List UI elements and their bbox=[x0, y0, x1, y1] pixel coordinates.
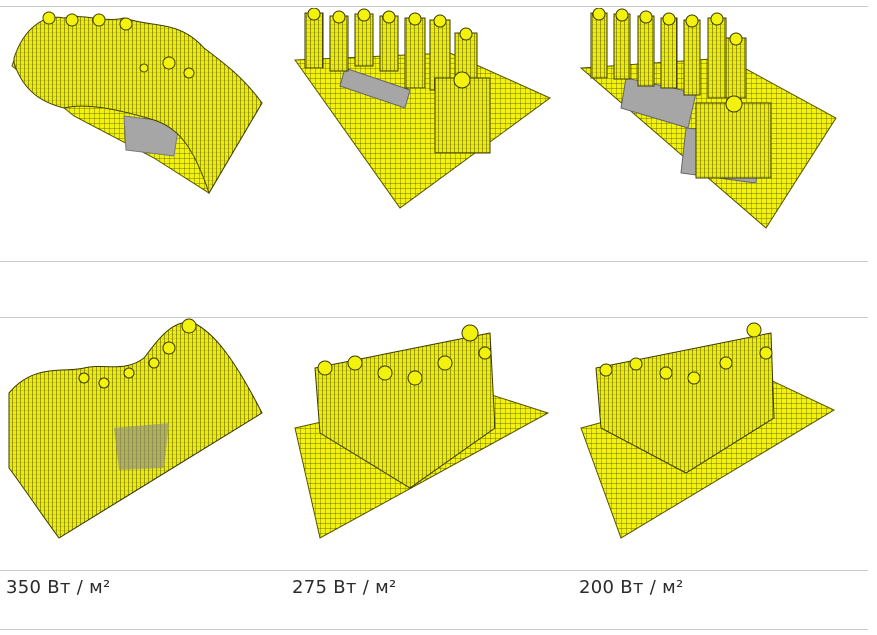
caption-350: 350 Вт / м² bbox=[6, 577, 111, 598]
envelope-model-bottom-1 bbox=[4, 318, 284, 563]
caption-200: 200 Вт / м² bbox=[579, 577, 684, 598]
divider-mid-1 bbox=[0, 261, 868, 262]
envelope-model-bottom-2 bbox=[290, 318, 570, 563]
envelope-model-top-2 bbox=[290, 8, 570, 253]
divider-top bbox=[0, 6, 868, 7]
caption-275: 275 Вт / м² bbox=[292, 577, 397, 598]
envelope-model-bottom-3 bbox=[576, 318, 856, 563]
divider-mid-2 bbox=[0, 317, 868, 318]
divider-bottom bbox=[0, 629, 868, 630]
divider-caption-top bbox=[0, 570, 868, 571]
envelope-model-top-3 bbox=[576, 8, 856, 253]
solar-envelope-model-icon bbox=[11, 11, 263, 195]
envelope-model-top-1 bbox=[4, 8, 284, 253]
building-block-icon bbox=[339, 67, 411, 109]
